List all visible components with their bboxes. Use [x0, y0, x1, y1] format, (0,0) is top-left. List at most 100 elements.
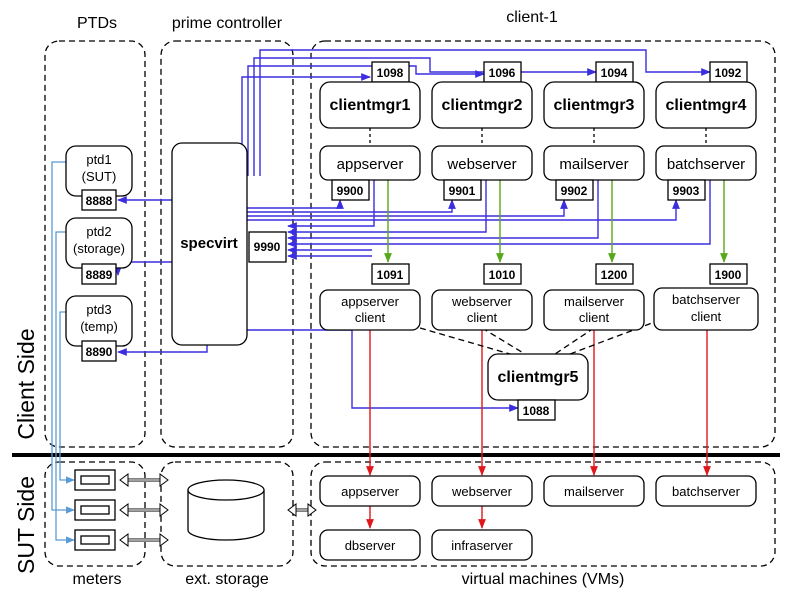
mailserver-client-port: 1200 [601, 268, 628, 282]
meter-line-2 [55, 231, 75, 544]
appserver-client-box [319, 289, 421, 331]
batchserver-client-label: batchserver [672, 292, 741, 307]
dashed-client3-mgr5 [554, 327, 595, 355]
ptd3-label: ptd3 [86, 302, 111, 317]
specvirt-port: 9990 [254, 240, 281, 254]
clientmgr2-label: clientmgr2 [442, 97, 523, 114]
vm-mailserver-label: mailserver [564, 484, 625, 499]
link-server2-specvirt [287, 178, 487, 236]
link-specvirt-server3 [247, 199, 568, 217]
mailserver-client-box [543, 289, 645, 331]
mailserver-port-box [555, 179, 594, 201]
vm-appserver-label: appserver [341, 484, 399, 499]
clientmgr4-box [655, 81, 757, 129]
mailserver-label: mailserver [559, 156, 628, 173]
batchserver-label: batchserver [667, 156, 745, 173]
batchserver-port: 9903 [673, 184, 700, 198]
ptds-group [44, 40, 146, 448]
clientmgr4-label: clientmgr4 [666, 97, 747, 114]
vm-dbserver-label: dbserver [345, 538, 396, 553]
ptd2-label: ptd2 [86, 224, 111, 239]
appserver-client-port: 1091 [377, 268, 404, 282]
webserver-client-port: 1010 [489, 268, 516, 282]
footer-vms: virtual machines (VMs) [462, 571, 625, 588]
double-arrow-meter1-icon [119, 473, 169, 487]
meter-2-icon [74, 499, 116, 521]
header-client: client-1 [506, 9, 558, 26]
link-server1-specvirt [287, 178, 375, 230]
sut-side-label: SUT Side [13, 476, 39, 574]
webserver-label: webserver [446, 156, 516, 173]
appserver-label: appserver [337, 156, 404, 173]
header-prime-controller: prime controller [172, 15, 283, 32]
batchserver-client-port: 1900 [715, 268, 742, 282]
clientmgr3-port: 1094 [601, 66, 628, 80]
ptd1-port-box [81, 189, 117, 211]
double-arrow-meter2-icon [119, 503, 169, 517]
webserver-port-box [443, 179, 482, 201]
batchserver-port-box [667, 179, 706, 201]
footer-meters: meters [73, 571, 122, 588]
meter-line-1 [51, 161, 75, 514]
vm-appserver-box [319, 475, 421, 507]
mailserver-box [543, 145, 645, 181]
ptd1-sublabel: (SUT) [82, 169, 117, 184]
ptd2-sublabel: (storage) [73, 241, 125, 256]
clientmgr3-box [543, 81, 645, 129]
clientmgr1-port: 1098 [377, 66, 404, 80]
dashed-client1-mgr5 [419, 327, 511, 355]
meter-1-icon [74, 469, 116, 491]
batchserver-box [655, 145, 757, 181]
link-specvirt-clientmgr4 [259, 49, 711, 176]
webserver-client-sublabel: client [467, 310, 498, 325]
storage-cylinder-icon [187, 479, 265, 541]
ptd3-port-box [81, 340, 117, 362]
mailserver-client-label: mailserver [564, 294, 625, 309]
clientmgr1-box [319, 81, 421, 129]
appserver-box [319, 145, 421, 181]
appserver-client-label: appserver [341, 294, 399, 309]
dashed-client2-mgr5 [481, 327, 526, 355]
meter-line-3 [59, 311, 75, 484]
ptd3-sublabel: (temp) [80, 319, 118, 334]
clientmgr2-port: 1096 [489, 66, 516, 80]
clientmgr3-label: clientmgr3 [554, 97, 635, 114]
mailserver-client-sublabel: client [579, 310, 610, 325]
mailserver-port: 9902 [561, 184, 588, 198]
link-specvirt-server2 [247, 199, 456, 213]
header-ptds: PTDs [77, 15, 117, 32]
link-specvirt-clientmgr2 [247, 65, 485, 176]
specvirt-port-box [248, 231, 287, 263]
webserver-client-label: webserver [451, 294, 513, 309]
ptd3-port: 8890 [86, 345, 113, 359]
footer-ext-storage: ext. storage [185, 571, 269, 588]
appserver-port: 9900 [337, 184, 364, 198]
appserver-client-port-box [371, 263, 410, 285]
vm-infraserver-box [431, 529, 533, 561]
vm-webserver-label: webserver [451, 484, 513, 499]
vm-dbserver-box [319, 529, 421, 561]
double-arrow-storage-vm-icon [287, 503, 317, 517]
clientmgr4-port: 1092 [715, 66, 742, 80]
link-specvirt-clientmgr1 [241, 73, 371, 176]
clientmgr5-label: clientmgr5 [498, 369, 579, 386]
clientmgr5-port: 1088 [523, 404, 550, 418]
specvirt-box [171, 142, 248, 346]
link-specvirt-ptd3 [117, 345, 208, 356]
ptd1-label: ptd1 [86, 152, 111, 167]
ptd2-port: 8889 [86, 268, 113, 282]
webserver-client-port-box [483, 263, 522, 285]
batchserver-client-sublabel: client [691, 309, 722, 324]
meter-3-icon [74, 529, 116, 551]
vm-batchserver-box [655, 475, 757, 507]
meters-group [44, 461, 146, 567]
batchserver-client-port-box [709, 263, 748, 285]
webserver-port: 9901 [449, 184, 476, 198]
appserver-client-sublabel: client [355, 310, 386, 325]
clientmgr1-label: clientmgr1 [330, 97, 411, 114]
link-server3-specvirt [287, 178, 599, 242]
vm-webserver-box [431, 475, 533, 507]
link-specvirt-clientmgr5 [247, 329, 519, 412]
link-specvirt-server1 [247, 199, 344, 209]
